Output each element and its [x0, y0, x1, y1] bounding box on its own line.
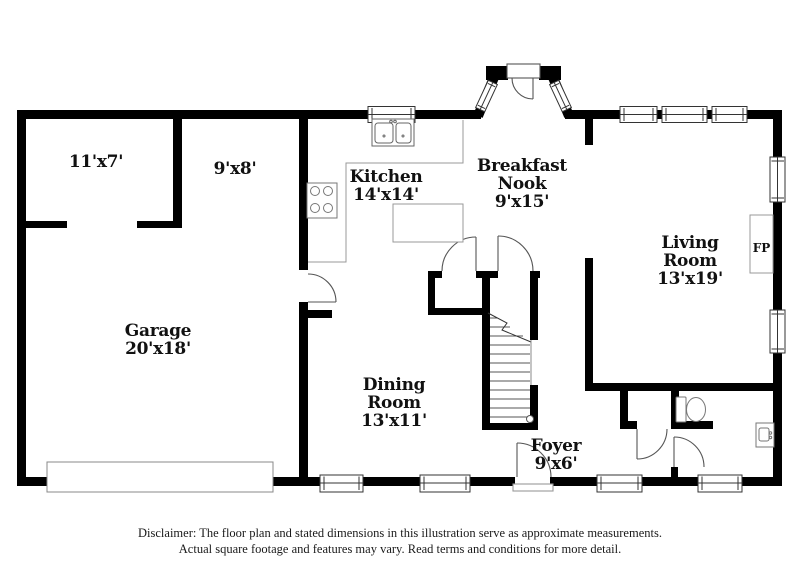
wall-stairs-right-lower	[530, 385, 538, 430]
room-dims-foyer: 9'x6'	[535, 454, 578, 474]
room-label-breakfast-nook-1: Breakfast	[477, 156, 567, 176]
wall-dining-living	[585, 258, 593, 390]
window-bay-right	[548, 79, 573, 113]
kitchen-island	[392, 203, 464, 243]
wall-top	[17, 110, 368, 119]
disclaimer-line-2: Actual square footage and features may v…	[179, 542, 621, 556]
fireplace-label: FP	[753, 241, 771, 255]
fireplace	[749, 214, 774, 274]
hall-closet-door	[636, 428, 668, 460]
wall-kitchen-garage-upper	[299, 118, 308, 270]
wall-top	[747, 110, 782, 119]
wall-storage-divider	[173, 118, 182, 228]
windows	[319, 79, 786, 493]
toilet	[675, 396, 706, 423]
window-foyer-bottom	[596, 474, 643, 493]
room-dims-dining-room: 13'x11'	[361, 411, 427, 431]
window-living-right	[769, 156, 786, 203]
window-living-top-3	[711, 106, 748, 123]
stove	[306, 182, 338, 219]
wall-dining-stub	[308, 310, 332, 318]
wall-nook-living-stub	[585, 118, 593, 145]
room-labels: 11'x7' 9'x8' Kitchen 14'x14' Breakfast N…	[69, 152, 770, 474]
closet-door-left	[441, 236, 477, 272]
wall-kitchen-garage-lower	[299, 302, 308, 477]
disclaimer: Disclaimer: The floor plan and stated di…	[138, 526, 662, 556]
kitchen-sink	[371, 118, 415, 147]
wall-bottom	[17, 477, 48, 486]
wall-closet-left	[428, 271, 435, 315]
disclaimer-line-1: Disclaimer: The floor plan and stated di…	[138, 526, 662, 540]
room-label-dining-room-2: Room	[367, 393, 421, 413]
vanity-sink	[755, 422, 775, 448]
wall-top	[657, 110, 662, 119]
wall-left	[17, 110, 26, 486]
staircase	[487, 312, 534, 423]
room-label-dining-room-1: Dining	[363, 375, 426, 395]
wall-bottom	[470, 477, 515, 486]
room-dims-kitchen: 14'x14'	[353, 185, 419, 205]
window-living-top-1	[619, 106, 658, 123]
room-label-storage-b: 9'x8'	[214, 159, 257, 179]
room-label-living-room-1: Living	[661, 233, 719, 253]
window-dining-bottom-2	[419, 474, 471, 493]
closet-door-right	[497, 235, 534, 272]
fixtures	[46, 118, 775, 493]
room-label-foyer: Foyer	[531, 436, 583, 456]
front-door	[512, 442, 554, 492]
wall-bottom	[272, 477, 320, 486]
room-label-living-room-2: Room	[663, 251, 717, 271]
wall-bottom	[550, 477, 597, 486]
wall-powder-closet-left	[620, 390, 628, 428]
window-bay-left	[474, 79, 499, 113]
wall-stairs-right-upper	[530, 271, 538, 340]
wall-stairs-bottom	[482, 423, 538, 430]
kitchen-counter	[308, 120, 464, 263]
wall-toilet-bottom	[671, 421, 713, 429]
wall-bottom	[642, 477, 698, 486]
bay-entry-door	[506, 63, 541, 100]
wall-bottom	[363, 477, 420, 486]
window-dining-bottom-1	[319, 474, 364, 493]
wall-living-bottom	[585, 383, 782, 391]
room-dims-living-room: 13'x19'	[657, 269, 723, 289]
wall-stairs-left	[482, 271, 490, 430]
wall-door-jamb	[671, 467, 678, 477]
wall-top	[415, 110, 481, 119]
wall-closet-bottom	[428, 308, 490, 315]
room-dims-garage: 20'x18'	[125, 339, 191, 359]
room-dims-breakfast-nook: 9'x15'	[495, 192, 549, 212]
stairs-break-line	[487, 312, 532, 343]
room-label-kitchen: Kitchen	[350, 167, 423, 187]
wall-top	[565, 110, 620, 119]
wall-top	[707, 110, 712, 119]
doors	[307, 63, 705, 492]
garage-door	[46, 461, 274, 493]
wall-right	[773, 202, 782, 310]
wall-storage-stub-right	[137, 221, 182, 228]
room-label-garage: Garage	[125, 321, 192, 341]
window-living-top-2	[661, 106, 708, 123]
powder-room-door	[673, 436, 705, 468]
wall-right	[773, 353, 782, 483]
wall-storage-stub-left	[25, 221, 67, 228]
room-label-breakfast-nook-2: Nook	[498, 174, 548, 194]
wall-powder-closet-stub	[620, 421, 637, 429]
window-bath-bottom	[697, 474, 743, 493]
wall-right	[773, 110, 782, 157]
window-bath-right	[769, 309, 786, 354]
room-label-storage-a: 11'x7'	[69, 152, 123, 172]
wall-bottom	[742, 477, 782, 486]
garage-kitchen-door	[307, 273, 337, 303]
wall-toilet-left	[671, 390, 679, 428]
stairs-newel	[526, 415, 534, 423]
